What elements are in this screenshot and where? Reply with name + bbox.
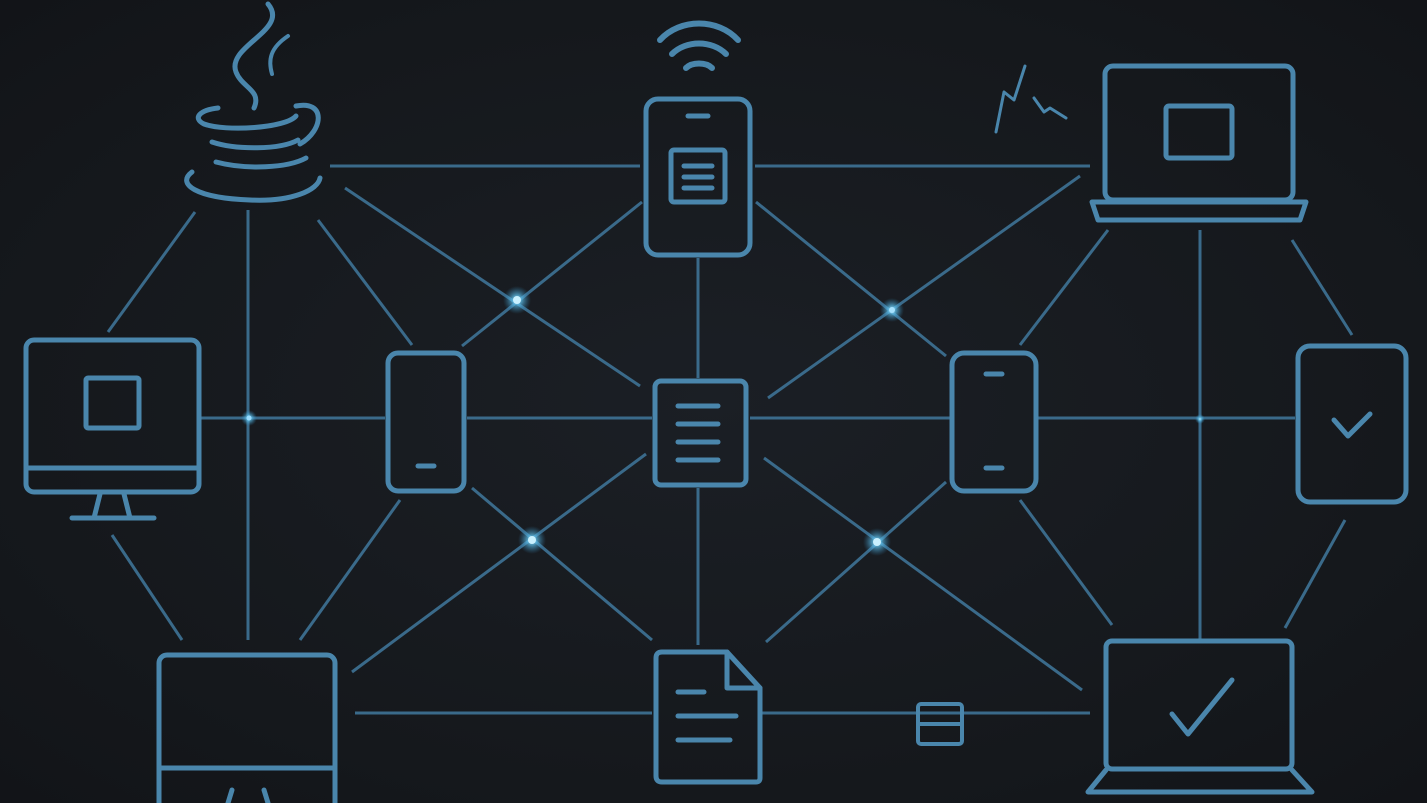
lightning-bolt-icon [994, 64, 1068, 134]
phone-left-icon [385, 350, 467, 494]
link-line [1283, 519, 1347, 629]
glow-node-core [513, 296, 521, 304]
link-line [106, 211, 197, 333]
small-list-icon [916, 702, 964, 746]
connection-lines [106, 164, 1354, 715]
glow-node-core [528, 536, 536, 544]
link-line [765, 480, 947, 644]
wide-monitor-icon [156, 652, 338, 803]
link-line [1018, 499, 1114, 626]
link-line [344, 186, 641, 388]
laptop-window-icon [1089, 63, 1309, 223]
link-line [351, 452, 647, 674]
desktop-monitor-icon [23, 337, 202, 521]
link-line [461, 200, 643, 348]
link-line [471, 486, 653, 642]
link-line [1290, 239, 1354, 336]
link-line [767, 174, 1081, 400]
java-cup-logo-icon [184, 1, 323, 203]
link-line [1018, 229, 1110, 346]
link-line [110, 534, 184, 641]
link-line [755, 200, 947, 358]
file-document-icon [653, 649, 763, 785]
link-line [298, 499, 402, 641]
link-line [763, 456, 1083, 692]
tablet-checkmark-icon [1295, 343, 1409, 505]
link-line [316, 219, 414, 346]
laptop-checkmark-icon [1085, 638, 1315, 795]
glow-nodes [241, 286, 1205, 556]
phone-right-icon [949, 350, 1039, 494]
smartphone-document-icon [643, 96, 753, 258]
glow-node-core [873, 538, 881, 546]
glow-node [1195, 414, 1205, 424]
central-document-icon [652, 378, 749, 488]
glow-node-core [246, 415, 252, 421]
wifi-signal-icon [657, 20, 741, 71]
glow-node-core [889, 307, 895, 313]
